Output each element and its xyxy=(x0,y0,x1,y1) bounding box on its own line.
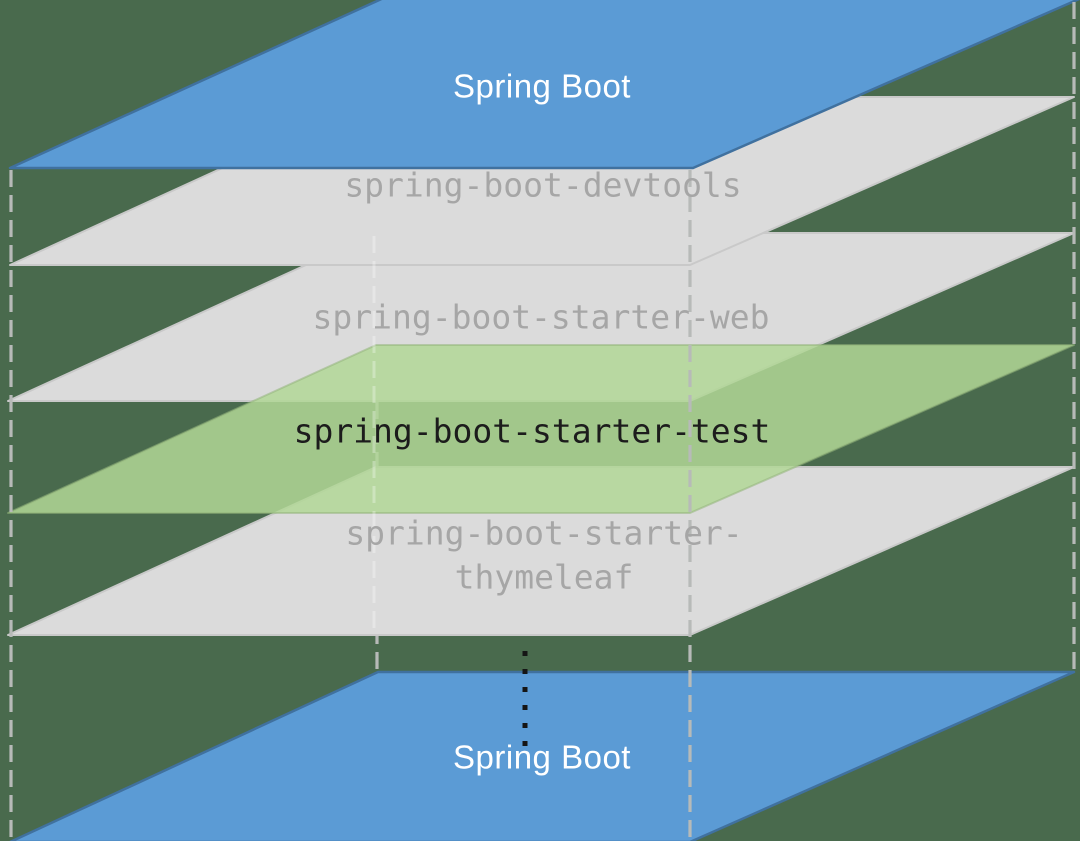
label-spring-boot-devtools: spring-boot-devtools xyxy=(344,166,741,205)
label-spring-boot-starter-web: spring-boot-starter-web xyxy=(313,298,770,337)
layer-spring-boot-bottom xyxy=(9,670,1076,841)
label-spring-boot-starter-thymeleaf-line1: spring-boot-starter- xyxy=(345,514,742,553)
label-spring-boot-starter-thymeleaf-line2: thymeleaf xyxy=(455,558,634,597)
layer-spring-boot-top xyxy=(8,0,1080,170)
layer-spring-boot-starter-test xyxy=(7,344,1075,514)
label-spring-boot-bottom: Spring Boot xyxy=(453,739,631,776)
label-spring-boot-starter-test: spring-boot-starter-test xyxy=(294,412,771,451)
label-spring-boot-top: Spring Boot xyxy=(453,68,631,105)
